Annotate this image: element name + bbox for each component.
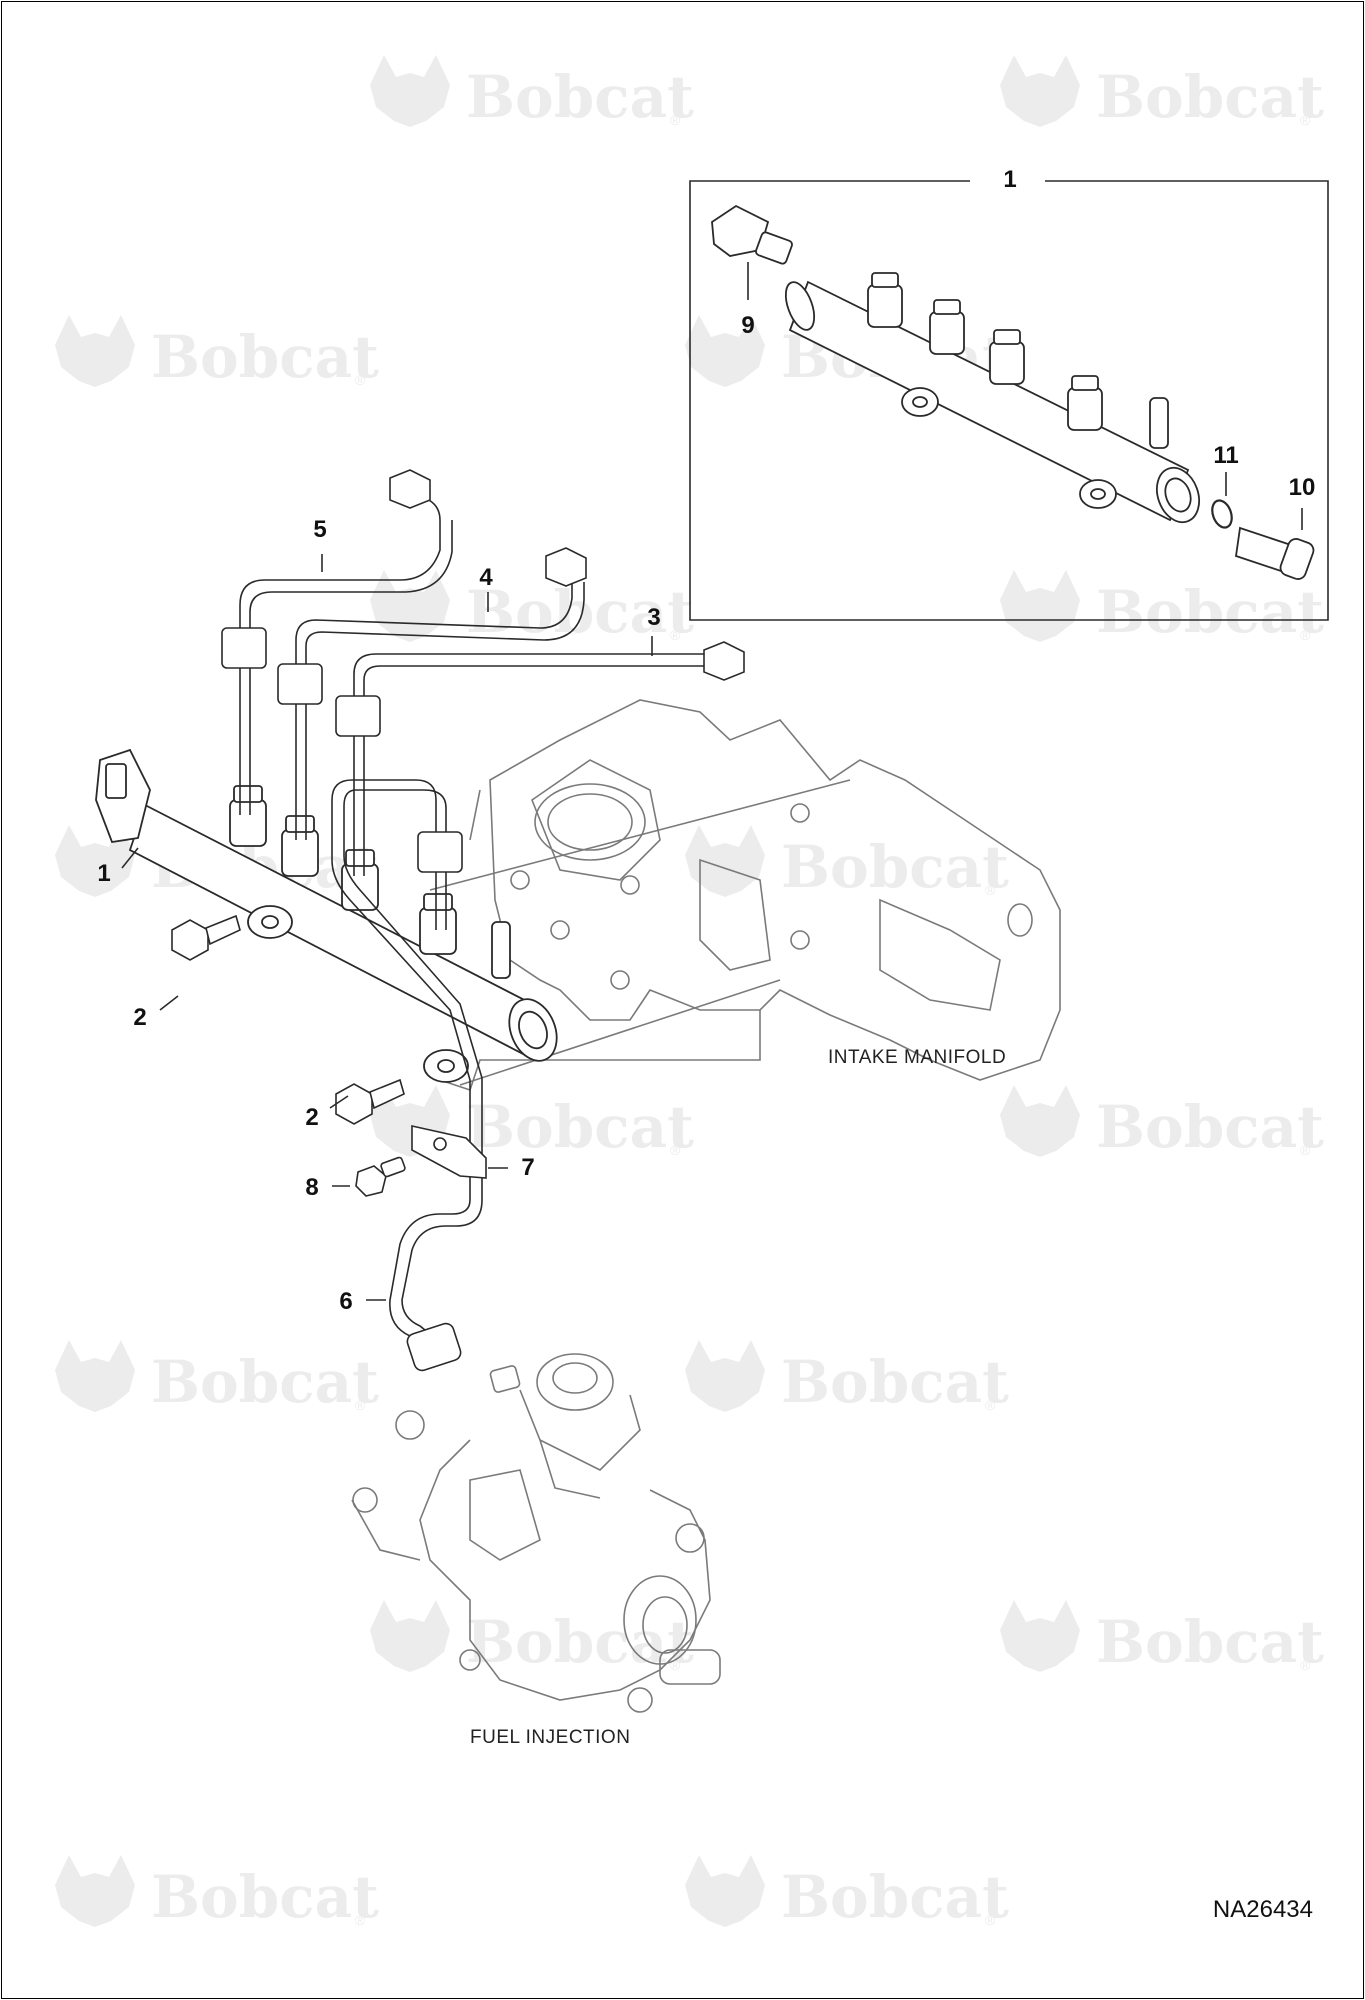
svg-text:Bobcat: Bobcat: [466, 578, 694, 646]
injection-lines: [221, 469, 745, 876]
watermark-logo: Bobcat®: [685, 1855, 1009, 1931]
svg-text:®: ®: [670, 112, 681, 128]
watermark-logo: Bobcat®: [1000, 55, 1324, 131]
watermark-logo: Bobcat®: [370, 55, 694, 131]
svg-text:Bobcat: Bobcat: [466, 1608, 694, 1676]
svg-text:Bobcat: Bobcat: [781, 833, 1009, 901]
svg-text:®: ®: [1300, 1142, 1311, 1158]
drawing-number: NA26434: [1212, 1896, 1313, 1923]
callout-2-lower: 2: [305, 1104, 319, 1131]
svg-text:®: ®: [670, 1142, 681, 1158]
watermark-logo: Bobcat®: [55, 1340, 379, 1416]
callout-7: 7: [521, 1154, 535, 1181]
callout-9: 9: [741, 312, 755, 339]
watermark-logo: Bobcat®: [370, 1085, 694, 1161]
svg-text:®: ®: [985, 1397, 996, 1413]
svg-text:®: ®: [1300, 1657, 1311, 1673]
injection-line-part-5: [221, 469, 453, 815]
fuel-rail-part-1: [95, 748, 558, 1083]
svg-text:Bobcat: Bobcat: [781, 1863, 1009, 1931]
svg-text:Bobcat: Bobcat: [1096, 63, 1324, 131]
watermark-logo: Bobcat®: [685, 825, 1009, 901]
callout-1-inset: 1: [1003, 166, 1017, 193]
callout-8: 8: [305, 1174, 319, 1201]
watermark-logo: Bobcat®: [370, 1600, 694, 1676]
inset-fuel-rail: [784, 272, 1200, 524]
callout-11: 11: [1213, 442, 1239, 469]
fuel-injection-pump-outline: [351, 1353, 721, 1713]
svg-text:®: ®: [985, 882, 996, 898]
o-ring-part-11: [1211, 499, 1233, 529]
watermark-logo: Bobcat®: [685, 1340, 1009, 1416]
svg-text:®: ®: [355, 1397, 366, 1413]
callout-10: 10: [1288, 474, 1316, 501]
injection-line-part-4: [277, 547, 587, 840]
watermark-logo: Bobcat®: [370, 570, 694, 646]
inset-detail-box: [689, 180, 1329, 621]
watermark-logo: Bobcat®: [1000, 1600, 1324, 1676]
bolt-part-2-upper: [171, 914, 241, 961]
high-pressure-line-part-6: [331, 779, 483, 1372]
injection-line-part-3: [335, 641, 745, 876]
pressure-limiter-part-10: [1235, 526, 1315, 580]
svg-text:Bobcat: Bobcat: [1096, 1093, 1324, 1161]
svg-text:®: ®: [985, 1912, 996, 1928]
fuel-injection-label: FUEL INJECTION: [470, 1727, 631, 1748]
svg-text:Bobcat: Bobcat: [1096, 578, 1324, 646]
intake-manifold-label: INTAKE MANIFOLD: [828, 1047, 1007, 1068]
svg-text:Bobcat: Bobcat: [466, 1093, 694, 1161]
svg-text:®: ®: [1300, 627, 1311, 643]
watermark-logo: Bobcat®: [55, 315, 379, 391]
pressure-sensor-part-9: [711, 204, 793, 265]
callout-5: 5: [313, 516, 327, 543]
callout-3: 3: [647, 604, 661, 631]
leader-lines: [121, 554, 653, 1301]
svg-text:Bobcat: Bobcat: [466, 63, 694, 131]
clamp-part-7: [411, 1125, 487, 1179]
callout-2-upper: 2: [133, 1004, 147, 1031]
svg-text:®: ®: [1300, 112, 1311, 128]
callout-1-main: 1: [97, 860, 111, 887]
watermark-logo: Bobcat®: [1000, 570, 1324, 646]
svg-text:Bobcat: Bobcat: [151, 1348, 379, 1416]
watermark-logo: Bobcat®: [1000, 1085, 1324, 1161]
svg-text:®: ®: [670, 627, 681, 643]
callout-4: 4: [479, 564, 493, 591]
watermark-logo: Bobcat®: [55, 1855, 379, 1931]
svg-text:®: ®: [670, 1657, 681, 1673]
svg-text:®: ®: [355, 372, 366, 388]
callout-6: 6: [339, 1288, 353, 1315]
svg-text:Bobcat: Bobcat: [151, 323, 379, 391]
svg-text:Bobcat: Bobcat: [1096, 1608, 1324, 1676]
svg-text:Bobcat: Bobcat: [151, 1863, 379, 1931]
svg-text:®: ®: [355, 1912, 366, 1928]
bolt-part-8: [355, 1156, 406, 1197]
bolt-part-2-lower: [335, 1078, 405, 1125]
svg-text:Bobcat: Bobcat: [781, 1348, 1009, 1416]
intake-manifold-outline: [429, 699, 1061, 1092]
